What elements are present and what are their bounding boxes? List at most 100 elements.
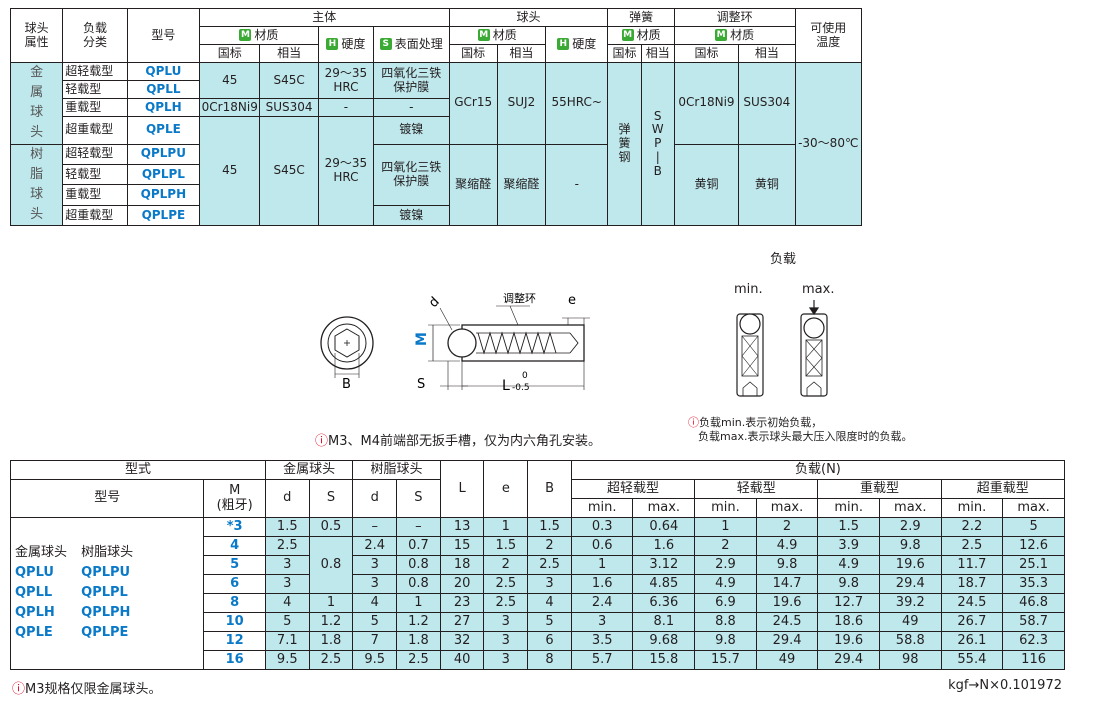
header-resin-S: S: [396, 479, 441, 518]
resin-d: 4: [352, 593, 398, 613]
l-min: 1: [694, 517, 757, 537]
header-eq: 相当: [738, 44, 796, 63]
header-M: M (粗牙): [203, 479, 266, 518]
ul-min: 3.5: [570, 631, 634, 651]
uh-max: 58.7: [1002, 612, 1065, 632]
main-surface: 四氧化三铁 保护膜: [373, 62, 450, 99]
resin-s: 0.8: [396, 574, 441, 594]
l-max: 9.8: [755, 555, 819, 575]
ul-max: 0.64: [632, 517, 696, 537]
l-max: 4.9: [755, 536, 819, 556]
h-max: 2.9: [878, 517, 942, 537]
resin-s: 1.8: [396, 631, 441, 651]
len-e: 3: [483, 650, 529, 670]
len-e: 2.5: [483, 593, 529, 613]
m-size: *3: [203, 517, 266, 537]
model-code: QPLH: [126, 98, 201, 117]
ball-hardness: 55HRC~: [545, 62, 609, 145]
main-surface: 四氧化三铁 保护膜: [373, 143, 450, 206]
table-row: 金属球头 树脂球头 QPLU QPLPU QPLL QPLPL QPLH QPL…: [9, 517, 1065, 670]
plunger-dimension-diagram: d 调整环 e M B S L 0 -0.5: [320, 291, 590, 394]
model-code: QPLU: [15, 565, 54, 580]
h-min: 4.9: [817, 555, 880, 575]
load-type: 超轻载型: [62, 143, 128, 165]
dim-L-tol-lower: -0.5: [512, 383, 530, 393]
l-max: 29.4: [755, 631, 819, 651]
ring-eq: 黄铜: [738, 143, 796, 227]
table-row: 8 4 1 4 1 23 2.5 4 2.4 6.36 6.9 19.6 12.…: [11, 593, 1065, 613]
l-max: 24.5: [755, 612, 819, 632]
resin-s: –: [396, 517, 441, 537]
l-max: 2: [755, 517, 819, 537]
unit-conversion-note: kgf→N×0.101972: [948, 678, 1062, 693]
model-code: QPLL: [15, 585, 53, 600]
s-badge-icon: S: [379, 38, 392, 51]
ring-gb: 黄铜: [673, 143, 740, 227]
uh-min: 26.7: [940, 612, 1004, 632]
len-e: 2: [483, 555, 529, 575]
len-B: 6: [527, 631, 572, 651]
plunger-max-state: [800, 300, 828, 397]
len-B: 3: [527, 574, 572, 594]
header-gb: 国标: [607, 44, 642, 63]
model-code: QPLPL: [126, 163, 201, 186]
header-metal-d: d: [264, 479, 310, 518]
metal-d: 3: [264, 555, 310, 575]
ul-max: 3.12: [632, 555, 696, 575]
spring-gb: 弹 簧 钢: [607, 61, 642, 227]
header-resin-d: d: [352, 479, 398, 518]
ul-min: 2.4: [570, 593, 634, 613]
uh-max: 12.6: [1002, 536, 1065, 556]
ball-hardness: -: [545, 143, 609, 227]
l-max: 14.7: [755, 574, 819, 594]
uh-min: 2.2: [940, 517, 1004, 537]
uh-max: 5: [1002, 517, 1065, 537]
len-L: 32: [439, 631, 485, 651]
resin-d: 7: [352, 631, 398, 651]
ul-min: 3: [570, 612, 634, 632]
dimension-load-table: 型式 金属球头 树脂球头 L e B 负载(N) 型号 M (粗牙) d S d…: [9, 460, 1066, 670]
m-size: 5: [203, 555, 266, 575]
main-hardness: -: [317, 98, 375, 117]
header-ring: 调整环: [673, 8, 796, 27]
main-eq: S45C: [259, 115, 319, 227]
l-max: 19.6: [755, 593, 819, 613]
metal-s: 1: [308, 593, 354, 613]
len-B: 4: [527, 593, 572, 613]
ring-gb: 0Cr18Ni9: [673, 62, 740, 145]
uh-min: 26.1: [940, 631, 1004, 651]
model-code: QPLE: [126, 116, 201, 145]
model-code: QPLPU: [81, 565, 131, 580]
resin-s: 2.5: [396, 650, 441, 670]
m-size: 12: [203, 631, 266, 651]
ul-max: 1.6: [632, 536, 696, 556]
model-code: QPLH: [15, 605, 55, 620]
len-B: 2: [527, 536, 572, 556]
header-spring: 弹簧: [607, 8, 675, 27]
len-e: 2.5: [483, 574, 529, 594]
header-max: max.: [755, 498, 819, 518]
header-light: 轻载型: [694, 479, 819, 499]
header-min: min.: [694, 498, 757, 518]
l-min: 8.8: [694, 612, 757, 632]
header-model: 型号: [9, 479, 205, 518]
load-title: 负载: [770, 252, 797, 267]
header-type: 型式: [10, 460, 266, 480]
m-size: 10: [203, 612, 266, 632]
ring-eq: SUS304: [738, 62, 796, 145]
resin-d: 3: [352, 574, 398, 594]
metal-d: 4: [264, 593, 310, 613]
dim-S-label: S: [417, 377, 425, 392]
main-surface: -: [373, 98, 450, 117]
ul-min: 0.6: [570, 536, 634, 556]
len-L: 23: [439, 593, 485, 613]
ball-gb: GCr15: [448, 62, 498, 145]
l-min: 2.9: [694, 555, 757, 575]
header-ball-attr: 球头 属性: [9, 8, 64, 63]
len-e: 1.5: [483, 536, 529, 556]
